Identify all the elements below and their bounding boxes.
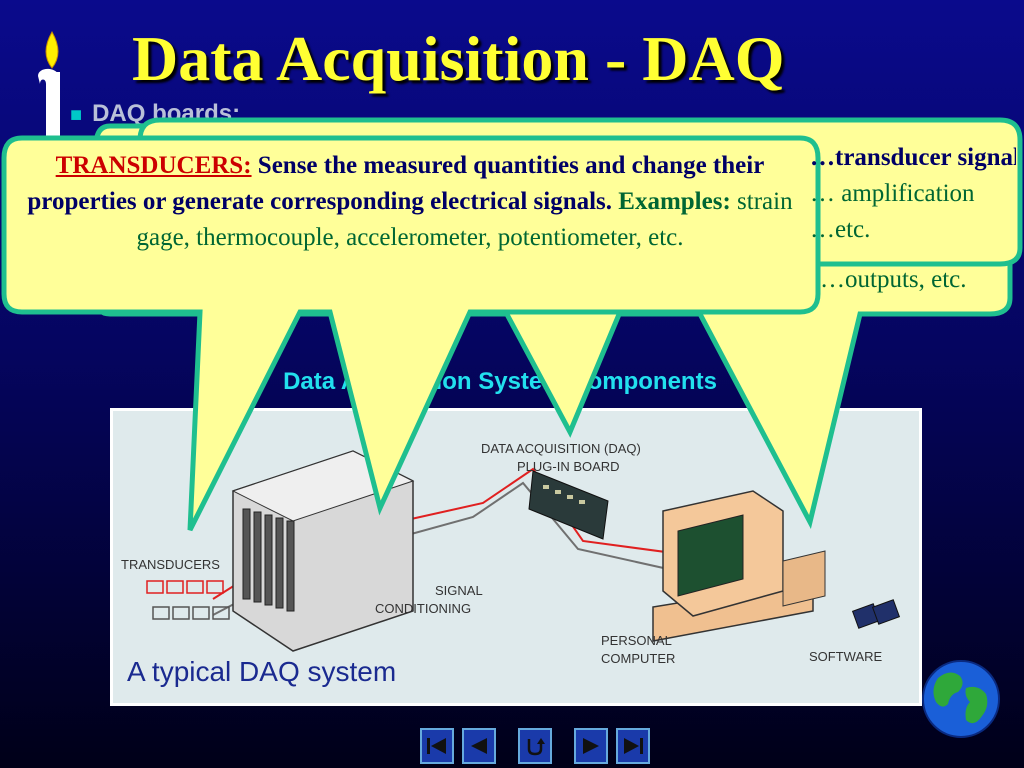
callout-back-line2: … amplification <box>810 180 975 207</box>
last-slide-icon <box>624 738 643 754</box>
return-button[interactable] <box>518 728 552 764</box>
examples-heading: Examples: <box>618 188 731 215</box>
previous-slide-button[interactable] <box>462 728 496 764</box>
diagram-caption: A typical DAQ system <box>127 656 396 687</box>
callout-back-line4: …outputs, etc. <box>820 266 967 293</box>
examples-list: strain gage, thermocouple, accelerometer… <box>136 188 793 251</box>
callout-back-line1: …transducer signals <box>810 144 1016 171</box>
next-slide-icon <box>583 738 599 754</box>
slide-title: Data Acquisition - DAQ <box>132 23 785 94</box>
label-plugin-board: PLUG-IN BOARD <box>517 459 620 474</box>
bullet-square-icon: ■ <box>70 104 83 126</box>
previous-slide-icon <box>471 738 487 754</box>
callout-transducers <box>1 135 821 532</box>
label-computer: COMPUTER <box>601 651 675 666</box>
callout-back-line3: …etc. <box>810 216 871 243</box>
slide-nav <box>420 728 650 766</box>
globe-icon <box>922 660 1000 738</box>
first-slide-button[interactable] <box>420 728 454 764</box>
label-transducers: TRANSDUCERS <box>121 557 220 572</box>
callout-back-text: …transducer signals … amplification …etc… <box>660 140 1016 248</box>
last-slide-button[interactable] <box>616 728 650 764</box>
next-slide-button[interactable] <box>574 728 608 764</box>
label-personal: PERSONAL <box>601 633 672 648</box>
label-signal: SIGNAL <box>435 583 483 598</box>
label-software: SOFTWARE <box>809 649 883 664</box>
first-slide-icon <box>427 738 446 754</box>
candle-icon <box>38 30 60 156</box>
return-icon <box>527 738 545 756</box>
label-conditioning: CONDITIONING <box>375 601 471 616</box>
transducers-heading: TRANSDUCERS: <box>55 152 252 179</box>
transducers-description: Sense the measured quantities and change… <box>27 152 765 215</box>
label-daq-board: DATA ACQUISITION (DAQ) <box>481 441 641 456</box>
callout-transducers-text: TRANSDUCERS: Sense the measured quantiti… <box>6 148 814 256</box>
